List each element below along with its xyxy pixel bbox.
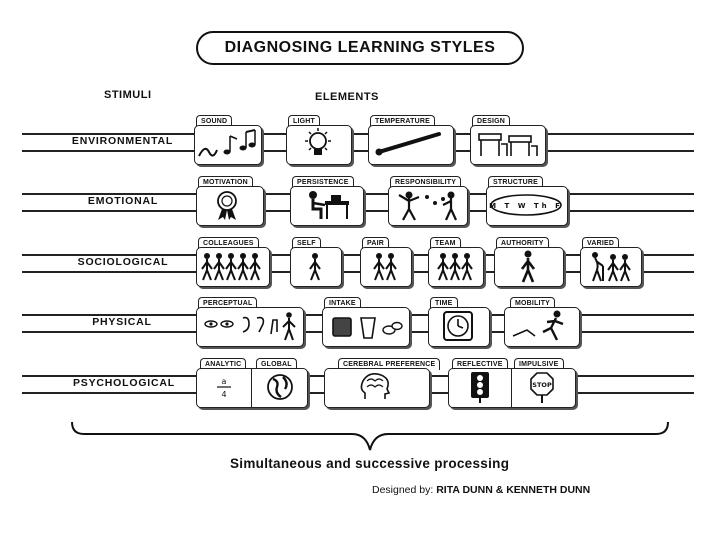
- element-tab-design: DESIGN: [472, 115, 511, 127]
- element-card-self: [290, 247, 342, 287]
- element-card-sound: [194, 125, 262, 165]
- desk-chairs-icon: [478, 133, 538, 156]
- element-tab-pair: PAIR: [362, 237, 390, 249]
- element-tab-responsibility: RESPONSIBILITY: [390, 176, 462, 188]
- traffic-light-icon: [471, 372, 489, 403]
- designer-credit: Designed by: RITA DUNN & KENNETH DUNN: [372, 484, 590, 496]
- element-card-perceptual: [196, 307, 304, 347]
- element-tab-authority: AUTHORITY: [496, 237, 549, 249]
- element-tab-persistence: PERSISTENCE: [292, 176, 354, 188]
- element-card-light: [286, 125, 352, 165]
- element-card-team: [428, 247, 484, 287]
- clock-icon: [443, 311, 473, 341]
- row-line-top: [22, 254, 694, 256]
- element-tab-varied: VARIED: [582, 237, 620, 249]
- element-tab-mobility: MOBILITY: [510, 297, 556, 309]
- element-card-time: [428, 307, 490, 347]
- element-card-authority: [494, 247, 564, 287]
- element-tab-self: SELF: [292, 237, 321, 249]
- element-card-pair: [360, 247, 412, 287]
- award-ribbon-icon: [217, 191, 237, 220]
- person-at-desk-icon: [309, 191, 349, 219]
- element-tab-sound: SOUND: [196, 115, 233, 127]
- element-tab-impulsive: IMPULSIVE: [514, 358, 564, 370]
- globe-icon: [267, 374, 293, 400]
- stimuli-header: STIMULI: [104, 89, 152, 101]
- stop-sign-icon: STOP: [530, 372, 554, 403]
- elements-header: ELEMENTS: [315, 91, 379, 103]
- element-tab-light: LIGHT: [288, 115, 320, 127]
- fraction-numerator: a: [222, 377, 227, 386]
- row-line-bottom: [22, 150, 694, 152]
- element-tab-temperature: TEMPERATURE: [370, 115, 435, 127]
- thermometer-icon: [375, 132, 441, 156]
- stop-sign-text: STOP: [532, 381, 552, 389]
- card-divider: [251, 369, 252, 407]
- stimulus-label-psychological: PSYCHOLOGICAL: [56, 377, 192, 389]
- single-person-icon: [309, 252, 321, 281]
- element-tab-reflective: REFLECTIVE: [452, 358, 508, 370]
- element-tab-global: GLOBAL: [256, 358, 297, 370]
- element-card-analytic-global: a 4: [196, 368, 308, 408]
- curly-brace: [71, 421, 669, 451]
- group-people-icon: [201, 252, 261, 281]
- element-card-mobility: [504, 307, 580, 347]
- element-tab-team: TEAM: [430, 237, 461, 249]
- element-card-persistence: [290, 186, 364, 226]
- running-person-icon: [512, 310, 564, 341]
- music-notes-icon: [198, 129, 256, 157]
- element-card-colleagues: [196, 247, 270, 287]
- element-card-temperature: [368, 125, 454, 165]
- element-tab-time: TIME: [430, 297, 458, 309]
- element-card-motivation: [196, 186, 264, 226]
- fraction-icon: a 4: [217, 377, 231, 399]
- brain-head-icon: [360, 373, 391, 399]
- weekday-letters: M T W Th F: [489, 202, 563, 210]
- element-card-intake: [322, 307, 410, 347]
- element-card-responsibility: [388, 186, 468, 226]
- senses-icon: [204, 312, 296, 341]
- two-people-icon: [373, 252, 397, 281]
- fraction-denominator: 4: [221, 390, 226, 399]
- card-divider: [511, 369, 512, 407]
- element-card-reflective-impulsive: STOP: [448, 368, 576, 408]
- stimulus-label-sociological: SOCIOLOGICAL: [60, 256, 186, 268]
- varied-people-icon: [592, 252, 631, 282]
- credit-prefix: Designed by:: [372, 484, 434, 496]
- processing-caption: Simultaneous and successive processing: [230, 456, 510, 471]
- diagram-title: DIAGNOSING LEARNING STYLES: [196, 31, 524, 65]
- element-tab-analytic: ANALYTIC: [200, 358, 247, 370]
- light-bulb-icon: [305, 128, 331, 155]
- juggling-person-icon: [398, 191, 458, 221]
- stimulus-label-physical: PHYSICAL: [78, 316, 166, 328]
- element-card-design: [470, 125, 546, 165]
- element-tab-colleagues: COLLEAGUES: [198, 237, 259, 249]
- element-card-cerebral-preference: [324, 368, 430, 408]
- structure-oval-icon: M T W Th F: [489, 194, 563, 216]
- element-tab-motivation: MOTIVATION: [198, 176, 253, 188]
- row-line-bottom: [22, 271, 694, 273]
- team-people-icon: [437, 252, 473, 281]
- food-drink-icon: [332, 317, 403, 339]
- element-card-varied: [580, 247, 642, 287]
- authority-person-icon: [520, 250, 536, 283]
- stimulus-label-emotional: EMOTIONAL: [66, 195, 180, 207]
- element-tab-intake: INTAKE: [324, 297, 361, 309]
- element-tab-structure: STRUCTURE: [488, 176, 543, 188]
- stimulus-label-environmental: ENVIRONMENTAL: [53, 135, 192, 147]
- credit-authors: RITA DUNN & KENNETH DUNN: [436, 484, 591, 496]
- element-card-structure: M T W Th F: [486, 186, 568, 226]
- element-tab-cerebral-preference: CEREBRAL PREFERENCE: [338, 358, 441, 370]
- element-tab-perceptual: PERCEPTUAL: [198, 297, 258, 309]
- row-line-top: [22, 133, 694, 135]
